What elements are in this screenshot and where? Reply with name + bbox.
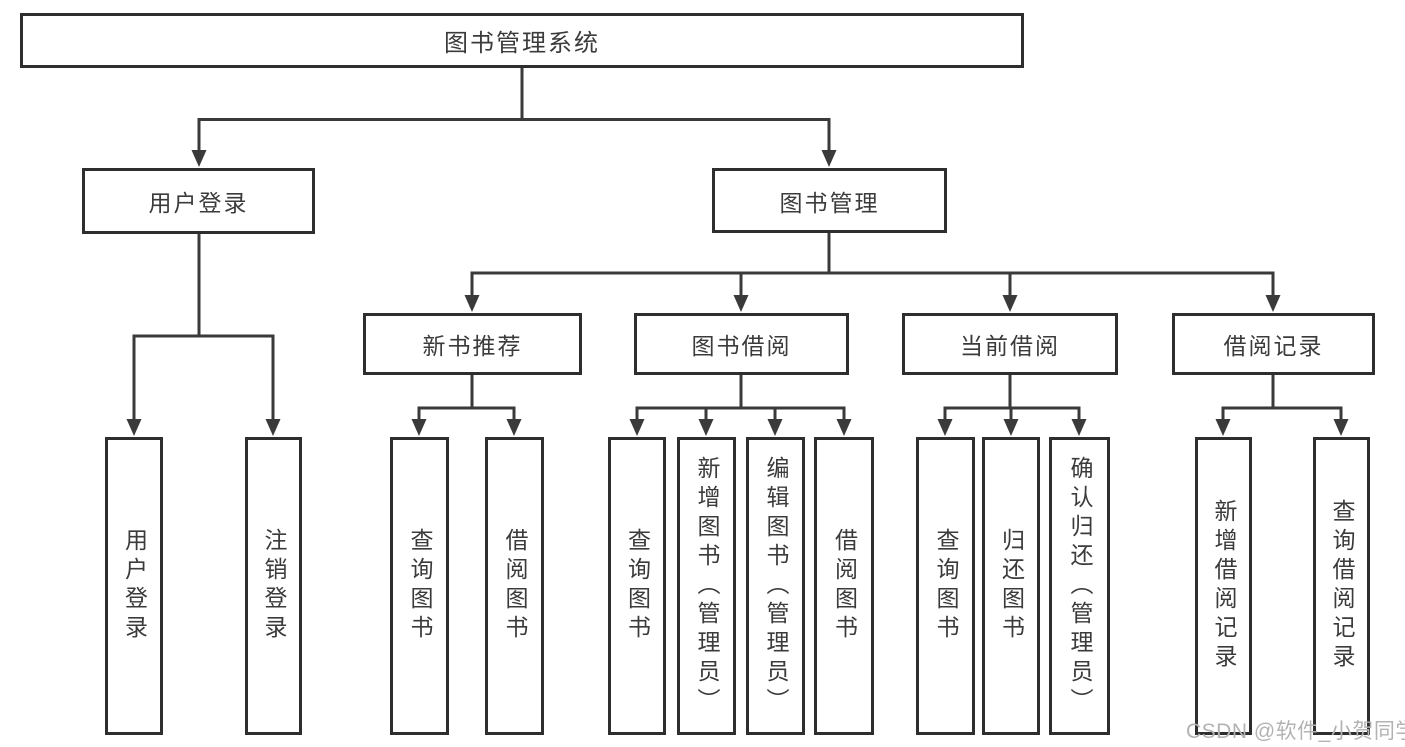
node-user-login: 用户登录 [82,168,315,234]
node-label: 新增借阅记录 [1211,499,1237,673]
node-label: 注销登录 [261,528,287,644]
node-new-book-recommend: 新书推荐 [363,313,582,375]
arrowheads [126,150,1349,436]
node-label: 归还图书 [998,528,1025,644]
leaf-user-login: 用户登录 [105,437,163,735]
node-label: 查询图书 [933,528,959,644]
node-label: 查询图书 [407,528,433,644]
leaf-return-book: 归还图书 [982,437,1040,735]
node-label: 查询借阅记录 [1329,499,1355,673]
node-label: 用户登录 [121,528,148,644]
leaf-query-borrow-record: 查询借阅记录 [1313,437,1370,735]
node-label: 借阅图书 [502,528,528,644]
node-label: 借阅图书 [831,528,858,644]
node-label: 查询图书 [624,528,651,644]
node-library-system: 图书管理系统 [20,13,1024,68]
leaf-confirm-return-admin: 确认归还（管理员） [1049,437,1110,735]
node-label: 新增图书（管理员） [694,455,720,717]
node-book-management: 图书管理 [712,168,947,233]
leaf-add-borrow-record: 新增借阅记录 [1195,437,1252,735]
leaf-add-book-admin: 新增图书（管理员） [677,437,736,735]
leaf-edit-book-admin: 编辑图书（管理员） [746,437,805,735]
node-current-borrowing: 当前借阅 [902,313,1118,375]
node-label: 编辑图书（管理员） [763,455,789,717]
node-book-borrowing: 图书借阅 [634,313,849,375]
leaf-borrow-books-1: 借阅图书 [485,437,544,735]
node-label: 确认归还（管理员） [1067,455,1093,717]
csdn-watermark: CSDN @软件_小贺同学 [1186,720,1405,743]
leaf-borrow-books-2: 借阅图书 [814,437,874,735]
node-borrow-records: 借阅记录 [1172,313,1375,375]
leaf-query-books-1: 查询图书 [390,437,449,735]
leaf-query-books-3: 查询图书 [916,437,975,735]
leaf-query-books-2: 查询图书 [608,437,666,735]
leaf-logout: 注销登录 [245,437,302,735]
